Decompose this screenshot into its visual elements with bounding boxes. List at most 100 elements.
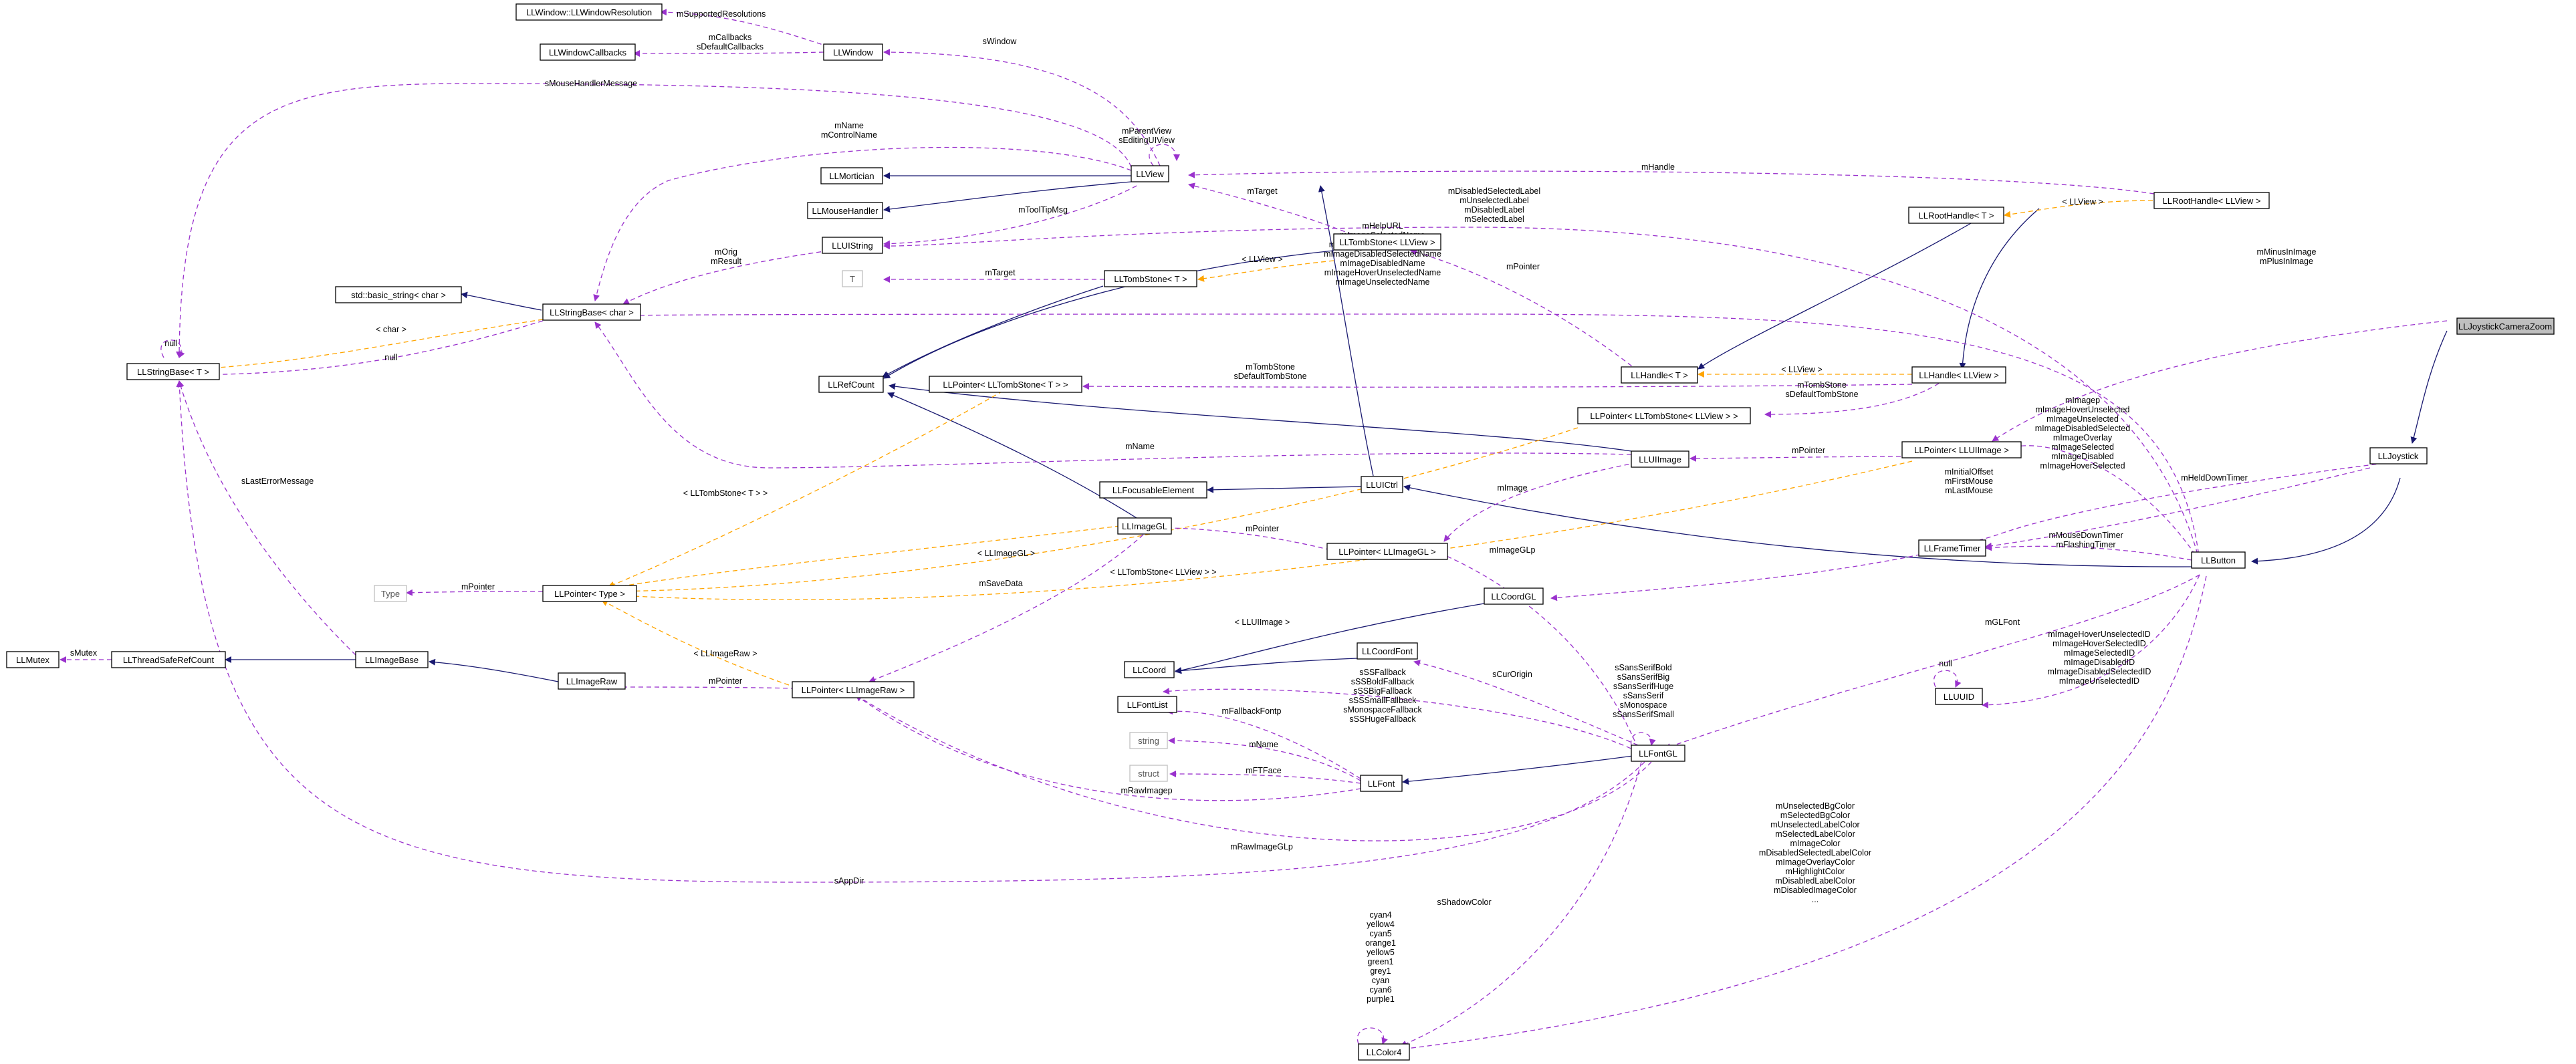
node-label: std::basic_string< char > <box>351 290 446 300</box>
node-std-basic-string[interactable]: std::basic_string< char > <box>335 286 462 303</box>
label-cyan4: cyan4 <box>1369 910 1391 920</box>
label-mminusinimage: mMinusInImage <box>2257 247 2317 257</box>
node-label: LLColor4 <box>1367 1047 1402 1057</box>
node-llhandle-llview[interactable]: LLHandle< LLView > <box>1911 366 2006 384</box>
node-llmutex[interactable]: LLMutex <box>6 651 60 668</box>
edge-tpl-pointer-tombstonet <box>608 390 1004 588</box>
edge-fontgl-to-font <box>1402 755 1639 785</box>
edge-parentview-self <box>1149 144 1180 166</box>
edge-mousepos-button <box>1550 460 2401 602</box>
node-label: LLCoordGL <box>1491 591 1536 602</box>
node-llfont[interactable]: LLFont <box>1360 775 1403 792</box>
node-llthreadsaferefcount[interactable]: LLThreadSafeRefCount <box>111 651 226 668</box>
edge-tpl-stringbaset <box>185 319 544 373</box>
node-llpointer-llimagegl[interactable]: LLPointer< LLImageGL > <box>1326 543 1448 560</box>
label-smutex: sMutex <box>70 648 98 658</box>
node-label: LLImageRaw <box>566 676 618 686</box>
node-label: LLStringBase< char > <box>550 307 634 317</box>
node-llcoordfont[interactable]: LLCoordFont <box>1357 642 1418 660</box>
node-lluuid[interactable]: LLUUID <box>1935 688 1983 705</box>
label-mimageselectedid: mImageSelectedID <box>2064 648 2135 658</box>
node-string[interactable]: string <box>1129 732 1168 749</box>
node-llpointer-tombstone-t[interactable]: LLPointer< LLTombStone< T > > <box>929 376 1082 393</box>
label-sdefaulttombstone-2: sDefaultTombStone <box>1785 390 1858 399</box>
node-llwindow-resolution[interactable]: LLWindow::LLWindowResolution <box>515 3 663 21</box>
node-llpointer-lluiimage[interactable]: LLPointer< LLUIImage > <box>1901 441 2022 458</box>
node-llview[interactable]: LLView <box>1131 165 1169 182</box>
node-llpointer-type[interactable]: LLPointer< Type > <box>542 585 637 602</box>
node-llstringbase-char[interactable]: LLStringBase< char > <box>542 303 641 321</box>
node-lljoystickcamerazoom[interactable]: LLJoystickCameraZoom <box>2456 317 2555 335</box>
edge-morig-mresult <box>622 250 830 305</box>
label-mimagedisabledname: mImageDisabledName <box>1340 259 1425 268</box>
label-yellow4: yellow4 <box>1367 920 1395 929</box>
node-label: T <box>850 274 855 284</box>
node-lluistring[interactable]: LLUIString <box>822 237 883 254</box>
label-mimageunselectedid: mImageUnselectedID <box>2059 676 2139 686</box>
edge-mname-view <box>593 146 1132 301</box>
label-smousehandlermessage: sMouseHandlerMessage <box>545 79 637 88</box>
node-llfocusableelement[interactable]: LLFocusableElement <box>1099 481 1207 499</box>
label-tpl-llview-2: < LLView > <box>1242 255 1282 264</box>
edge-coordgl-to-coord <box>1175 603 1485 674</box>
edge-fallback-fontlist <box>1163 688 1639 753</box>
node-lluictrl[interactable]: LLUICtrl <box>1361 476 1403 493</box>
node-lljoystick[interactable]: LLJoystick <box>2369 447 2428 464</box>
edge-button-to-uictrl <box>1403 484 2192 567</box>
node-llframetimer[interactable]: LLFrameTimer <box>1918 539 1986 557</box>
label-sshadowcolor: sShadowColor <box>1437 898 1491 907</box>
node-llbutton[interactable]: LLButton <box>2191 551 2246 569</box>
node-llpointer-llimageraw[interactable]: LLPointer< LLImageRaw > <box>792 681 915 698</box>
label-mglfont: mGLFont <box>1985 618 2020 627</box>
edge-mpointer-tombstonellview <box>1410 249 1639 372</box>
node-llroothandle-llview[interactable]: LLRootHandle< LLView > <box>2153 192 2270 209</box>
label-mpointer-4: mPointer <box>461 582 495 591</box>
node-llstringbase-t[interactable]: LLStringBase< T > <box>126 363 220 380</box>
node-llfontgl[interactable]: LLFontGL <box>1631 745 1685 762</box>
label-tpl-llview-3: < LLView > <box>1781 365 1822 374</box>
edge-swindow <box>883 49 1161 166</box>
node-lltombstone-t[interactable]: LLTombStone< T > <box>1104 270 1197 287</box>
node-llimageraw[interactable]: LLImageRaw <box>558 672 626 690</box>
label-mtarget: mTarget <box>1247 186 1278 196</box>
edge-mpointer-imageraw <box>602 684 796 691</box>
node-llmortician[interactable]: LLMortician <box>820 167 883 184</box>
label-mimagehoverunselected: mImageHoverUnselected <box>2035 405 2129 414</box>
node-llwindow[interactable]: LLWindow <box>823 43 883 61</box>
label-mtombstone-2: mTombStone <box>1797 380 1847 390</box>
edge-mpointer-uiimage <box>1689 454 1909 462</box>
node-label: LLUIString <box>832 241 872 251</box>
node-llmousehandler[interactable]: LLMouseHandler <box>807 202 883 219</box>
edge-callbacks <box>633 49 824 57</box>
node-lltombstone-llview[interactable]: LLTombStone< LLView > <box>1333 233 1441 251</box>
node-llimagebase[interactable]: LLImageBase <box>355 651 429 668</box>
node-llimagegl[interactable]: LLImageGL <box>1117 517 1172 535</box>
label-mpointer: mPointer <box>1506 262 1540 271</box>
edge-minusplus-image <box>1992 320 2448 442</box>
edges-layer <box>60 9 2448 1052</box>
node-llcolor4[interactable]: LLColor4 <box>1358 1043 1410 1061</box>
node-label: LLHandle< LLView > <box>1919 370 1999 380</box>
label-mimagehoverselected: mImageHoverSelected <box>2040 461 2125 471</box>
node-t[interactable]: T <box>842 270 863 287</box>
node-label: LLButton <box>2201 555 2236 565</box>
label-ssshugefallback: sSSHugeFallback <box>1349 714 1416 724</box>
node-llrefcount[interactable]: LLRefCount <box>818 376 884 393</box>
node-llhandle-t[interactable]: LLHandle< T > <box>1621 366 1698 384</box>
edge-tpl-pointer-uiimage <box>608 460 1913 601</box>
edge-sappdir <box>176 380 1645 883</box>
node-llpointer-tombstone-llview[interactable]: LLPointer< LLTombStone< LLView > > <box>1577 407 1751 424</box>
node-llcoord[interactable]: LLCoord <box>1124 661 1175 678</box>
label-sssfallback: sSSFallback <box>1359 668 1406 677</box>
node-lluiimage[interactable]: LLUIImage <box>1631 450 1689 468</box>
node-type[interactable]: Type <box>374 585 407 602</box>
node-llroothandle-t[interactable]: LLRootHandle< T > <box>1908 207 2004 224</box>
label-ssansserifhuge: sSansSerifHuge <box>1613 682 1673 691</box>
node-llcoordgl[interactable]: LLCoordGL <box>1484 587 1544 605</box>
node-llwindowcallbacks[interactable]: LLWindowCallbacks <box>540 43 636 61</box>
node-struct[interactable]: struct <box>1129 765 1168 782</box>
label-sappdir: sAppDir <box>834 876 864 886</box>
node-llfontlist[interactable]: LLFontList <box>1117 696 1177 713</box>
node-label: string <box>1138 736 1159 746</box>
